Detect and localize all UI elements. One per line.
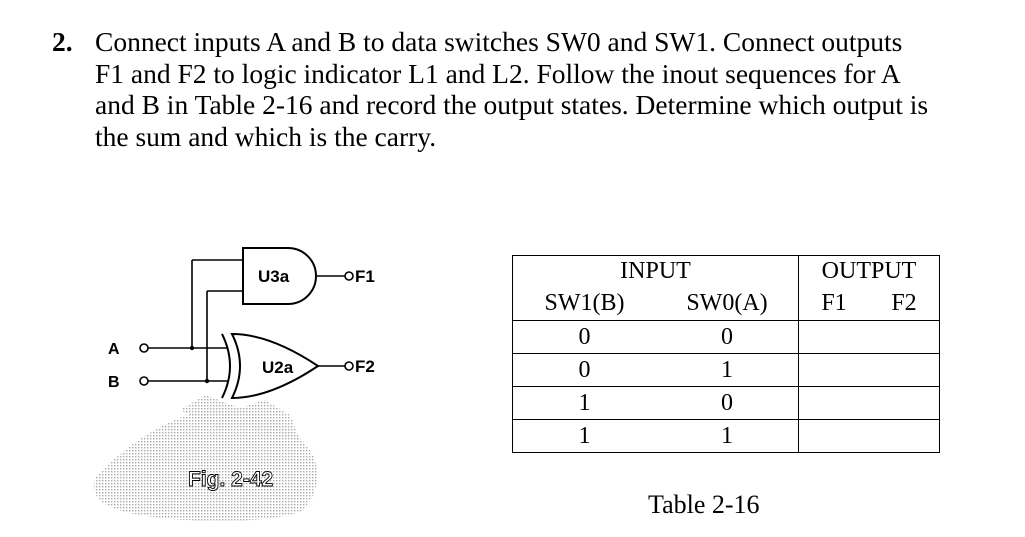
cell-sw0: 1: [656, 419, 799, 453]
problem-line: and B in Table 2-16 and record the outpu…: [95, 89, 929, 120]
table-caption: Table 2-16: [648, 490, 760, 519]
and-gate-symbol: [242, 247, 317, 305]
table-row: 0 1: [512, 353, 940, 387]
cell-output: [798, 386, 940, 420]
cell-output: [798, 353, 940, 387]
input-b-label: B: [108, 374, 120, 391]
problem-line: Connect inputs A and B to data switches …: [95, 26, 903, 57]
junction-dot: [189, 345, 195, 351]
cell-sw1: 0: [512, 320, 656, 354]
problem-line: F1 and F2 to logic indicator L1 and L2. …: [95, 57, 901, 89]
table-column-header-row: SW1(B) SW0(A) F1 F2: [512, 286, 940, 321]
and-gate-label: U3a: [258, 267, 290, 286]
table-row: 1 1: [512, 419, 940, 453]
output-f1-label: F1: [355, 267, 375, 286]
cell-sw0: 0: [656, 320, 799, 354]
cell-sw0: 1: [656, 353, 799, 387]
xor-gate-label: U2a: [262, 358, 294, 377]
input-group-header: INPUT: [512, 255, 799, 286]
figure-caption: Fig. 2-42: [188, 468, 273, 491]
output-group-header: OUTPUT: [798, 255, 940, 286]
circuit-wires: [148, 259, 345, 382]
terminal-b: [139, 376, 149, 386]
problem-line: the sum and which is the carry.: [95, 120, 437, 152]
table-row: 0 0: [512, 320, 940, 354]
junction-dot: [204, 378, 210, 384]
terminal-a: [139, 343, 149, 353]
output-f2-label: F2: [355, 357, 375, 376]
terminal-f2: [344, 361, 354, 371]
problem-number: 2.: [52, 26, 73, 57]
cell-sw1: 1: [512, 419, 656, 453]
problem-text: Connect inputs A and B to data switches …: [95, 26, 928, 152]
watermark-stamp: [93, 395, 318, 521]
column-header-sw0: SW0(A): [656, 286, 799, 321]
cell-output: [798, 320, 940, 354]
cell-sw1: 1: [512, 386, 656, 420]
cell-output: [798, 419, 940, 453]
input-a-label: A: [108, 341, 120, 358]
table-row: 1 0: [512, 386, 940, 420]
cell-sw1: 0: [512, 353, 656, 387]
cell-sw0: 0: [656, 386, 799, 420]
column-header-sw1: SW1(B): [512, 286, 656, 321]
table-group-header-row: INPUT OUTPUT: [512, 255, 940, 286]
truth-table: INPUT OUTPUT SW1(B) SW0(A) F1 F2 0 0 0 1…: [512, 255, 940, 453]
column-header-f1: F1: [821, 290, 847, 316]
xor-gate-symbol: [221, 332, 320, 400]
column-header-f2: F2: [869, 286, 940, 321]
terminal-f1: [344, 271, 354, 281]
